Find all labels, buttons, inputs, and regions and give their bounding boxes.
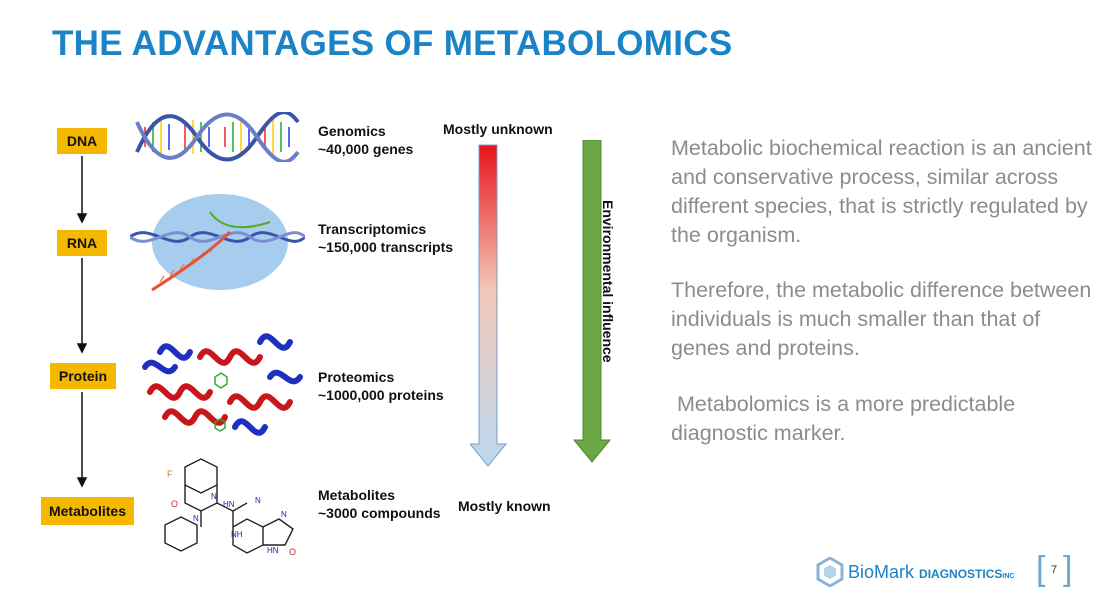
metabolite-structure-image: F O N N HN N N NH HN O — [164, 458, 296, 557]
omic-name: Genomics — [318, 123, 386, 139]
label-mostly-known: Mostly known — [458, 498, 551, 514]
badge-rna: RNA — [57, 230, 107, 256]
page-bracket-left: [ — [1036, 550, 1046, 588]
omic-count: ~1000,000 proteins — [318, 387, 444, 403]
atom-label: HN — [267, 546, 279, 555]
omic-transcriptomics: Transcriptomics ~150,000 transcripts — [318, 220, 453, 256]
omic-proteomics: Proteomics ~1000,000 proteins — [318, 368, 444, 404]
brand-suffix: INC — [1002, 573, 1015, 580]
protein-structure-image — [142, 333, 303, 436]
badge-metabolites: Metabolites — [41, 497, 134, 525]
omic-name: Metabolites — [318, 487, 396, 503]
omic-count: ~40,000 genes — [318, 141, 414, 157]
atom-label: N — [281, 510, 287, 519]
omic-count: ~3000 compounds — [318, 505, 441, 521]
omic-metabolites: Metabolites ~3000 compounds — [318, 486, 441, 522]
brand-name: BioMark DIAGNOSTICSINC — [848, 562, 1014, 583]
paragraph-3: Metabolomics is a more predictable diagn… — [671, 392, 1022, 445]
atom-label: F — [167, 469, 173, 479]
paragraph-2: Therefore, the metabolic difference betw… — [671, 278, 1092, 360]
omic-count: ~150,000 transcripts — [318, 239, 454, 255]
brand-sub: DIAGNOSTICS — [919, 567, 1003, 581]
badge-protein: Protein — [50, 363, 116, 389]
biomark-logo-icon — [816, 557, 844, 587]
transcription-image — [130, 194, 305, 292]
atom-label: O — [171, 499, 178, 509]
dna-helix-image — [135, 112, 300, 162]
page-number: 7 — [1051, 564, 1058, 576]
environmental-influence-arrow — [573, 140, 611, 463]
atom-label: N — [255, 496, 261, 505]
atom-label: NH — [231, 530, 243, 539]
atom-label: N — [193, 514, 199, 523]
label-mostly-unknown: Mostly unknown — [443, 121, 553, 137]
flow-arrows — [76, 156, 88, 488]
paragraph-1: Metabolic biochemical reaction is an anc… — [671, 136, 1092, 247]
omic-name: Proteomics — [318, 369, 395, 385]
atom-label: O — [289, 547, 296, 557]
page-title: THE ADVANTAGES OF METABOLOMICS — [52, 24, 733, 63]
badge-dna: DNA — [57, 128, 107, 154]
atom-label: HN — [223, 500, 235, 509]
brand-main: BioMark — [848, 562, 915, 582]
omic-name: Transcriptomics — [318, 221, 427, 237]
page-bracket-right: ] — [1063, 550, 1073, 588]
knowledge-gradient-arrow — [470, 144, 508, 467]
atom-label: N — [211, 492, 217, 501]
omic-genomics: Genomics ~40,000 genes — [318, 122, 413, 158]
environmental-influence-label: Environmental influence — [600, 200, 616, 363]
